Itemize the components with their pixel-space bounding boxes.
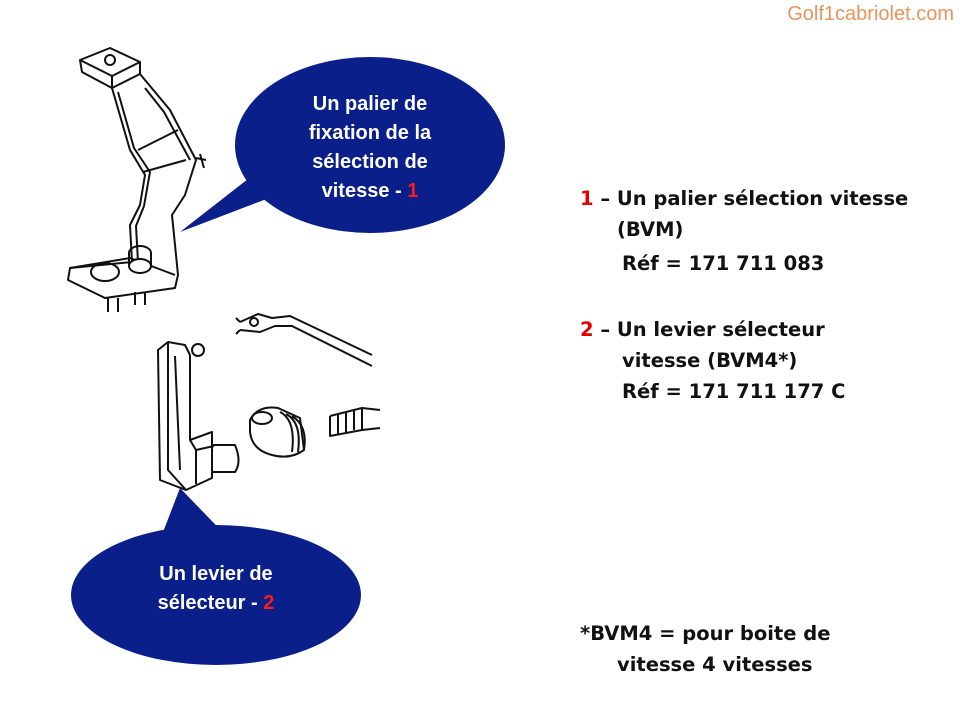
part-2-reference: Réf = 171 711 177 C	[622, 380, 846, 403]
part-2-title: 2 – Un levier sélecteur	[580, 314, 845, 345]
callout-2-line-2: sélecteur - 2	[96, 589, 336, 618]
site-watermark: Golf1cabriolet.com	[787, 3, 954, 25]
footnote: *BVM4 = pour boite de vitesse 4 vitesses	[580, 618, 830, 680]
callout-1-line-3: sélection de	[312, 151, 428, 173]
callout-1-line-2: fixation de la	[308, 122, 432, 144]
part-1-spec: 1 – Un palier sélection vitesse (BVM) Ré…	[580, 183, 908, 279]
callout-2-text: Un levier de sélecteur - 2	[96, 560, 336, 618]
footnote-line-1: *BVM4 = pour boite de	[580, 622, 831, 645]
bearing-bracket-drawing	[67, 47, 207, 312]
part-1-description: – Un palier sélection vitesse	[593, 187, 909, 210]
selector-lever-drawing	[157, 313, 381, 491]
callout-2-number: 2	[263, 592, 275, 614]
footnote-line-2: vitesse 4 vitesses	[617, 653, 813, 676]
callout-1-label: vitesse -	[321, 180, 408, 202]
callout-1-line-1: Un palier de	[312, 93, 428, 115]
part-2-spec: 2 – Un levier sélecteur vitesse (BVM4*) …	[580, 314, 845, 407]
part-2-description: – Un levier sélecteur	[593, 318, 825, 341]
part-1-type: (BVM)	[617, 218, 684, 241]
callout-1-text: Un palier de fixation de la sélection de…	[250, 90, 490, 206]
part-1-number: 1	[580, 187, 594, 210]
callout-2-line-1: Un levier de	[159, 563, 273, 585]
callout-2-label: sélecteur -	[157, 592, 264, 614]
part-1-title: 1 – Un palier sélection vitesse	[580, 183, 908, 214]
callout-bubble-2	[71, 488, 361, 665]
callout-1-line-4: vitesse - 1	[250, 177, 490, 206]
callout-bubble-1	[180, 57, 505, 233]
callout-1-number: 1	[407, 180, 419, 202]
part-2-type: vitesse (BVM4*)	[622, 349, 798, 372]
part-2-number: 2	[580, 318, 594, 341]
part-1-reference: Réf = 171 711 083	[622, 252, 825, 275]
